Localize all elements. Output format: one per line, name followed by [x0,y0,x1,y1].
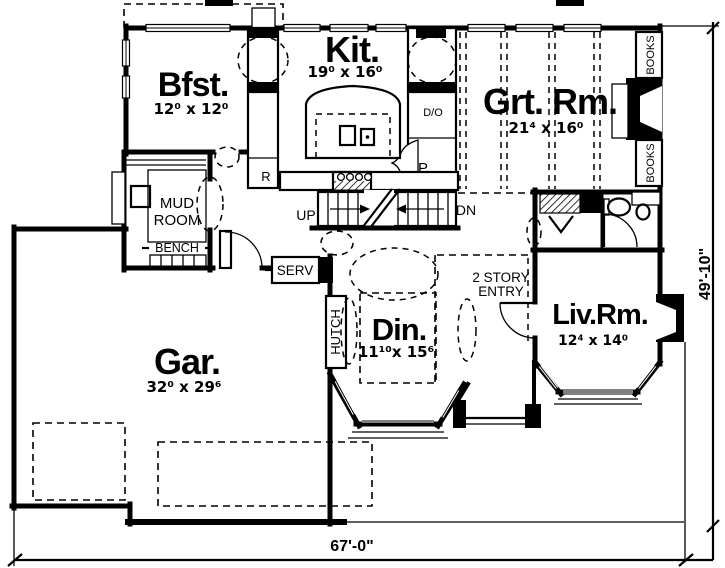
great-room [458,23,664,255]
stair-arrow-up [360,204,370,214]
bay-windows [538,365,657,394]
garage-label: Gar. [154,341,220,382]
books-lower-label: BOOKS [645,143,657,182]
entry-arch [457,298,477,362]
hutch-arch [340,297,358,365]
exterior-walls [121,0,663,157]
mud-room [111,146,279,273]
roof-mark-left [205,0,233,6]
hall-arch-left [320,230,354,256]
dining-room [320,230,468,439]
chimney [251,7,276,29]
living-room-dims: 12⁴ x 14⁰ [558,333,628,349]
mud-room-label-line1: MUD [160,195,194,212]
bookshelf-lower [634,138,664,188]
kitchen-island [304,84,402,160]
pantry-label: P [418,160,428,177]
mud-room-label-line2: ROOM [154,212,201,229]
tray-ceiling-dashed [359,292,437,384]
dining-dims: 11¹⁰x 15⁶ [358,343,434,361]
serving-counter [265,255,333,285]
breakfast-dims: 12⁰ x 12⁰ [153,100,228,118]
entry [434,254,541,428]
garage-entry-door [218,229,233,270]
ceiling-detail-left [237,36,289,84]
powder-room [526,187,665,255]
column-right [406,26,458,94]
books-upper-label: BOOKS [645,35,657,74]
cooktop [331,170,373,192]
double-oven-label: D/O [423,107,443,119]
hall-arch [526,217,542,247]
staircase [309,188,461,231]
breakfast-label: Bfst. [158,66,229,104]
utility-sink [129,184,152,209]
coat-closet-rod [539,193,581,214]
down-label: DN [456,202,476,218]
hutch-label: HUTCH [328,309,343,355]
porch-outline-dashed [123,3,284,28]
mud-window-bay [111,171,126,225]
dining-bay-windows [334,380,460,423]
refrigerator [246,90,280,190]
sink [635,203,651,221]
cased-opening-breakfast [214,146,240,168]
ceiling-detail-right [407,36,457,84]
living-door-swing [499,302,536,339]
hearth [611,83,629,139]
garage-door-dashed-2 [157,441,373,507]
window-breakfast-left [121,39,131,99]
depth-dimension-label: 49'-10" [697,248,714,300]
window-row-top [145,23,602,33]
bookshelf-upper [634,30,664,80]
kitchen [237,7,460,192]
bench-seat [149,254,207,268]
up-label: UP [296,207,315,223]
vanity [631,191,661,206]
hutch-cabinet [324,294,348,370]
hall-ceiling-oval [349,247,439,301]
firebox [640,86,662,132]
mud-door-arch [196,176,224,232]
bench-label: BENCH [155,241,199,255]
living-room [499,247,686,560]
refrigerator-label: R [261,169,270,184]
serv-label: SERV [277,263,314,278]
great-room-dims: 21⁴ x 16⁰ [508,119,583,137]
garage [9,224,684,527]
great-room-label: Grt. Rm. [483,81,617,122]
garage-door-dashed-1 [32,422,126,501]
stair-arrow-down [396,204,406,214]
entry-post-left [453,400,466,428]
mud-room-inset [147,169,207,243]
width-dimension-label: 67'-0" [330,538,373,555]
entry-post-right [525,404,541,428]
dining-label: Din. [372,312,427,347]
powder-door-swing [603,213,638,248]
toilet [606,197,632,217]
island-sink [338,124,357,147]
roof-mark-right [556,0,584,6]
kitchen-label: Kit. [325,29,379,70]
kitchen-dims: 19⁰ x 16⁰ [307,63,382,81]
entry-label-line1: 2 STORY [472,270,529,285]
dimension-lines [7,21,720,567]
garage-dims: 32⁰ x 29⁶ [146,378,221,396]
ceiling-beams-dashed [459,32,601,189]
entry-label-line2: ENTRY [478,284,524,299]
closet-arrow [548,215,574,234]
living-room-label: Liv.Rm. [552,299,648,331]
